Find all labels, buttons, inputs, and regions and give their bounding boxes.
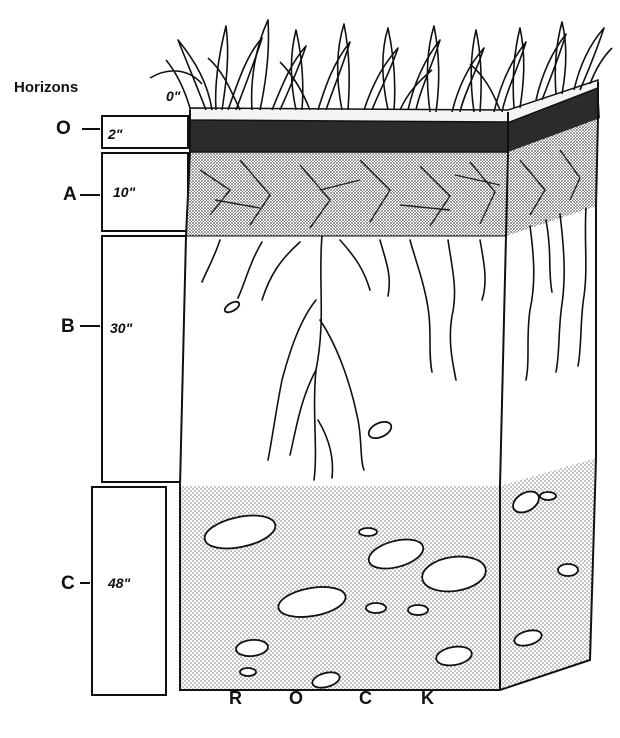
- scale-box-b: [102, 236, 188, 482]
- surface-depth-label: 0": [166, 89, 180, 103]
- rock-letter-r: R: [229, 689, 242, 707]
- horizon-a-label: A: [63, 185, 77, 204]
- horizon-b-depth: 30": [110, 321, 132, 335]
- depth-scale: [80, 116, 188, 695]
- rock-letter-k: K: [421, 689, 434, 707]
- b-horizon-block: [180, 206, 596, 486]
- horizon-a-depth: 10": [113, 185, 135, 199]
- horizons-heading: Horizons: [14, 80, 78, 95]
- grass: [150, 20, 612, 112]
- rock-letter-o: O: [289, 689, 303, 707]
- horizon-c-depth: 48": [108, 576, 130, 590]
- horizon-o-depth: 2": [108, 127, 122, 141]
- rock-letter-c: C: [359, 689, 372, 707]
- horizon-b-label: B: [61, 317, 75, 336]
- horizon-o-label: O: [56, 119, 71, 138]
- scale-box-c: [92, 487, 166, 695]
- horizon-c-label: C: [61, 574, 75, 593]
